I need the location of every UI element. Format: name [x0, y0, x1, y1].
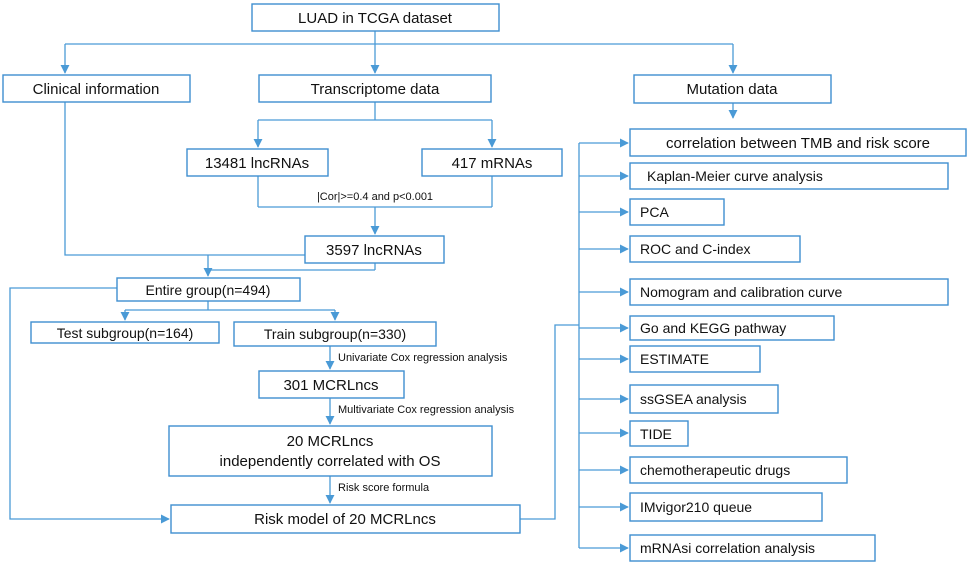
svg-text:Go and KEGG pathway: Go and KEGG pathway — [640, 320, 786, 336]
svg-text:417 mRNAs: 417 mRNAs — [452, 155, 533, 172]
svg-text:LUAD in TCGA dataset: LUAD in TCGA dataset — [298, 10, 453, 27]
svg-text:chemotherapeutic drugs: chemotherapeutic drugs — [640, 462, 790, 478]
svg-text:Mutation data: Mutation data — [687, 81, 779, 98]
node-entire-group: Entire group(n=494) — [116, 277, 301, 302]
node-analysis-roc: ROC and C-index — [629, 235, 801, 263]
node-analysis-imvigor210: IMvigor210 queue — [629, 492, 823, 522]
label-correlation-threshold: |Cor|>=0.4 and p<0.001 — [317, 191, 433, 203]
svg-text:IMvigor210 queue: IMvigor210 queue — [640, 499, 752, 515]
svg-text:Nomogram and calibration curve: Nomogram and calibration curve — [640, 284, 843, 300]
node-analysis-go-kegg: Go and KEGG pathway — [629, 315, 835, 341]
edge-labels: |Cor|>=0.4 and p<0.001 Univariate Cox re… — [317, 191, 515, 494]
node-clinical-information: Clinical information — [2, 74, 191, 103]
node-analysis-ssgsea: ssGSEA analysis — [629, 384, 779, 414]
svg-text:Test subgroup(n=164): Test subgroup(n=164) — [57, 325, 194, 341]
label-multivariate-cox: Multivariate Cox regression analysis — [338, 404, 515, 416]
svg-text:ESTIMATE: ESTIMATE — [640, 351, 709, 367]
node-analysis-tide: TIDE — [629, 420, 689, 447]
node-analysis-tmb: correlation between TMB and risk score — [629, 128, 967, 157]
svg-text:13481 lncRNAs: 13481 lncRNAs — [205, 155, 309, 172]
svg-text:Risk model of 20 MCRLncs: Risk model of 20 MCRLncs — [254, 511, 436, 528]
svg-text:Kaplan-Meier curve analysis: Kaplan-Meier curve analysis — [647, 168, 823, 184]
svg-text:PCA: PCA — [640, 204, 669, 220]
node-analysis-nomogram: Nomogram and calibration curve — [629, 278, 949, 306]
svg-text:Train subgroup(n=330): Train subgroup(n=330) — [264, 326, 406, 342]
node-analysis-pca: PCA — [629, 198, 725, 226]
node-lnc3597: 3597 lncRNAs — [304, 235, 445, 264]
svg-text:ROC and C-index: ROC and C-index — [640, 241, 751, 257]
node-mutation-data: Mutation data — [633, 74, 832, 104]
svg-text:Clinical information: Clinical information — [33, 81, 160, 98]
node-transcriptome-data: Transcriptome data — [258, 74, 492, 103]
edge-risk-to-bus — [520, 324, 579, 520]
edge-clinical-down — [64, 102, 305, 256]
node-analysis-kaplan-meier: Kaplan-Meier curve analysis — [629, 162, 949, 190]
edges — [9, 31, 738, 553]
svg-text:Transcriptome data: Transcriptome data — [311, 81, 440, 98]
svg-text:3597 lncRNAs: 3597 lncRNAs — [326, 242, 422, 259]
node-analysis-mrnasi: mRNAsi correlation analysis — [629, 534, 876, 562]
node-luad: LUAD in TCGA dataset — [251, 3, 500, 32]
label-univariate-cox: Univariate Cox regression analysis — [338, 352, 508, 364]
svg-text:ssGSEA analysis: ssGSEA analysis — [640, 391, 747, 407]
svg-text:20 MCRLncs: 20 MCRLncs — [287, 433, 374, 450]
svg-text:301 MCRLncs: 301 MCRLncs — [283, 377, 378, 394]
node-analysis-estimate: ESTIMATE — [629, 345, 761, 373]
node-mcrl301: 301 MCRLncs — [258, 370, 405, 399]
node-mcrl20: 20 MCRLncs independently correlated with… — [168, 425, 493, 477]
svg-text:mRNAsi correlation analysis: mRNAsi correlation analysis — [640, 540, 815, 556]
svg-text:TIDE: TIDE — [640, 426, 672, 442]
node-risk-model: Risk model of 20 MCRLncs — [170, 504, 521, 534]
svg-text:Entire group(n=494): Entire group(n=494) — [146, 282, 271, 298]
label-risk-score-formula: Risk score formula — [338, 482, 430, 494]
node-train-subgroup: Train subgroup(n=330) — [233, 321, 437, 347]
node-test-subgroup: Test subgroup(n=164) — [30, 321, 220, 344]
node-lnc13481: 13481 lncRNAs — [186, 148, 329, 177]
edge-entire-to-risk — [9, 287, 170, 524]
node-mrna417: 417 mRNAs — [421, 148, 563, 177]
svg-text:independently correlated with: independently correlated with OS — [220, 453, 441, 470]
svg-text:correlation between TMB and ri: correlation between TMB and risk score — [666, 135, 930, 152]
node-analysis-chemotherapeutic: chemotherapeutic drugs — [629, 456, 848, 484]
